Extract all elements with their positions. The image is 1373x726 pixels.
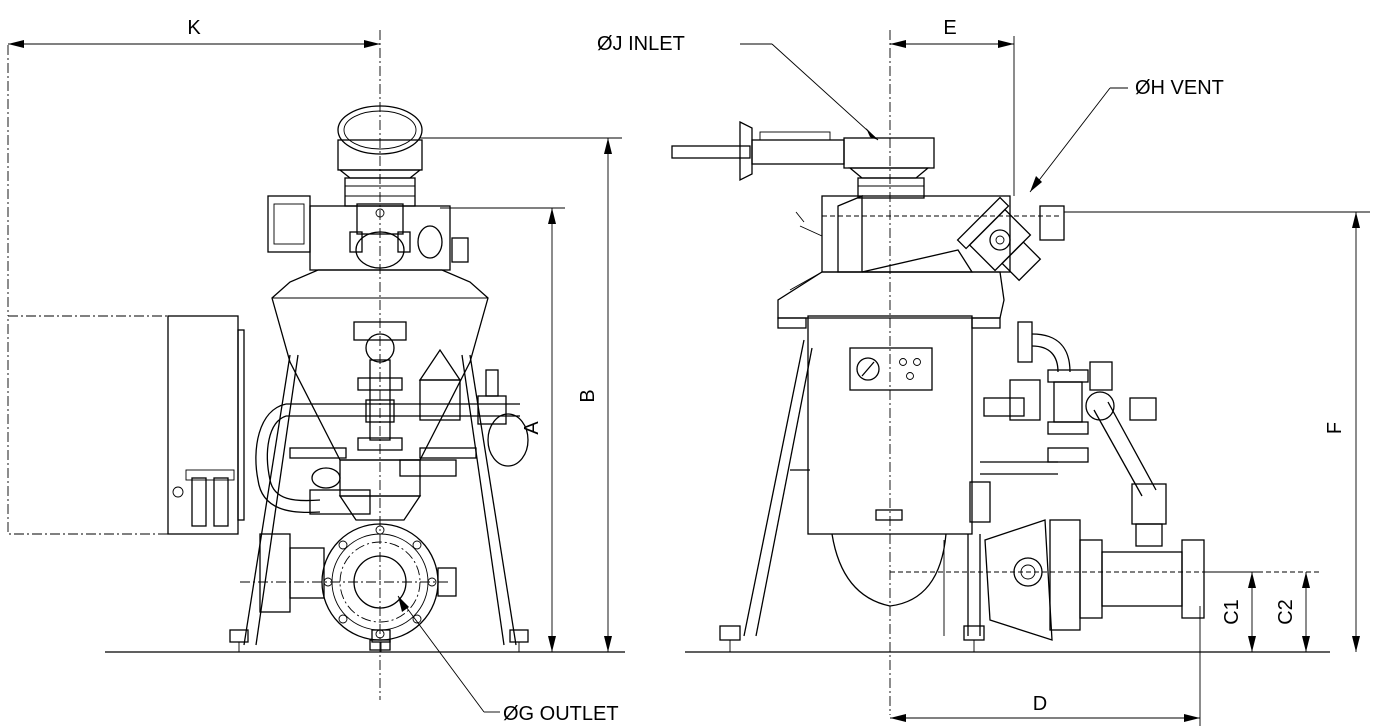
front-view (7, 30, 625, 700)
label-e: E (943, 17, 956, 39)
label-a: A (521, 421, 543, 435)
label-b: B (577, 389, 599, 402)
label-f: F (1324, 422, 1346, 434)
label-outlet: ØG OUTLET (503, 703, 619, 725)
front-view-dimensions (8, 40, 622, 713)
label-c2: C2 (1275, 599, 1297, 625)
label-d: D (1033, 693, 1047, 715)
label-k: K (187, 17, 201, 39)
label-c1: C1 (1221, 599, 1243, 625)
label-inlet: ØJ INLET (597, 33, 685, 55)
side-view-dimensions (740, 36, 1370, 726)
label-vent: ØH VENT (1135, 77, 1224, 99)
